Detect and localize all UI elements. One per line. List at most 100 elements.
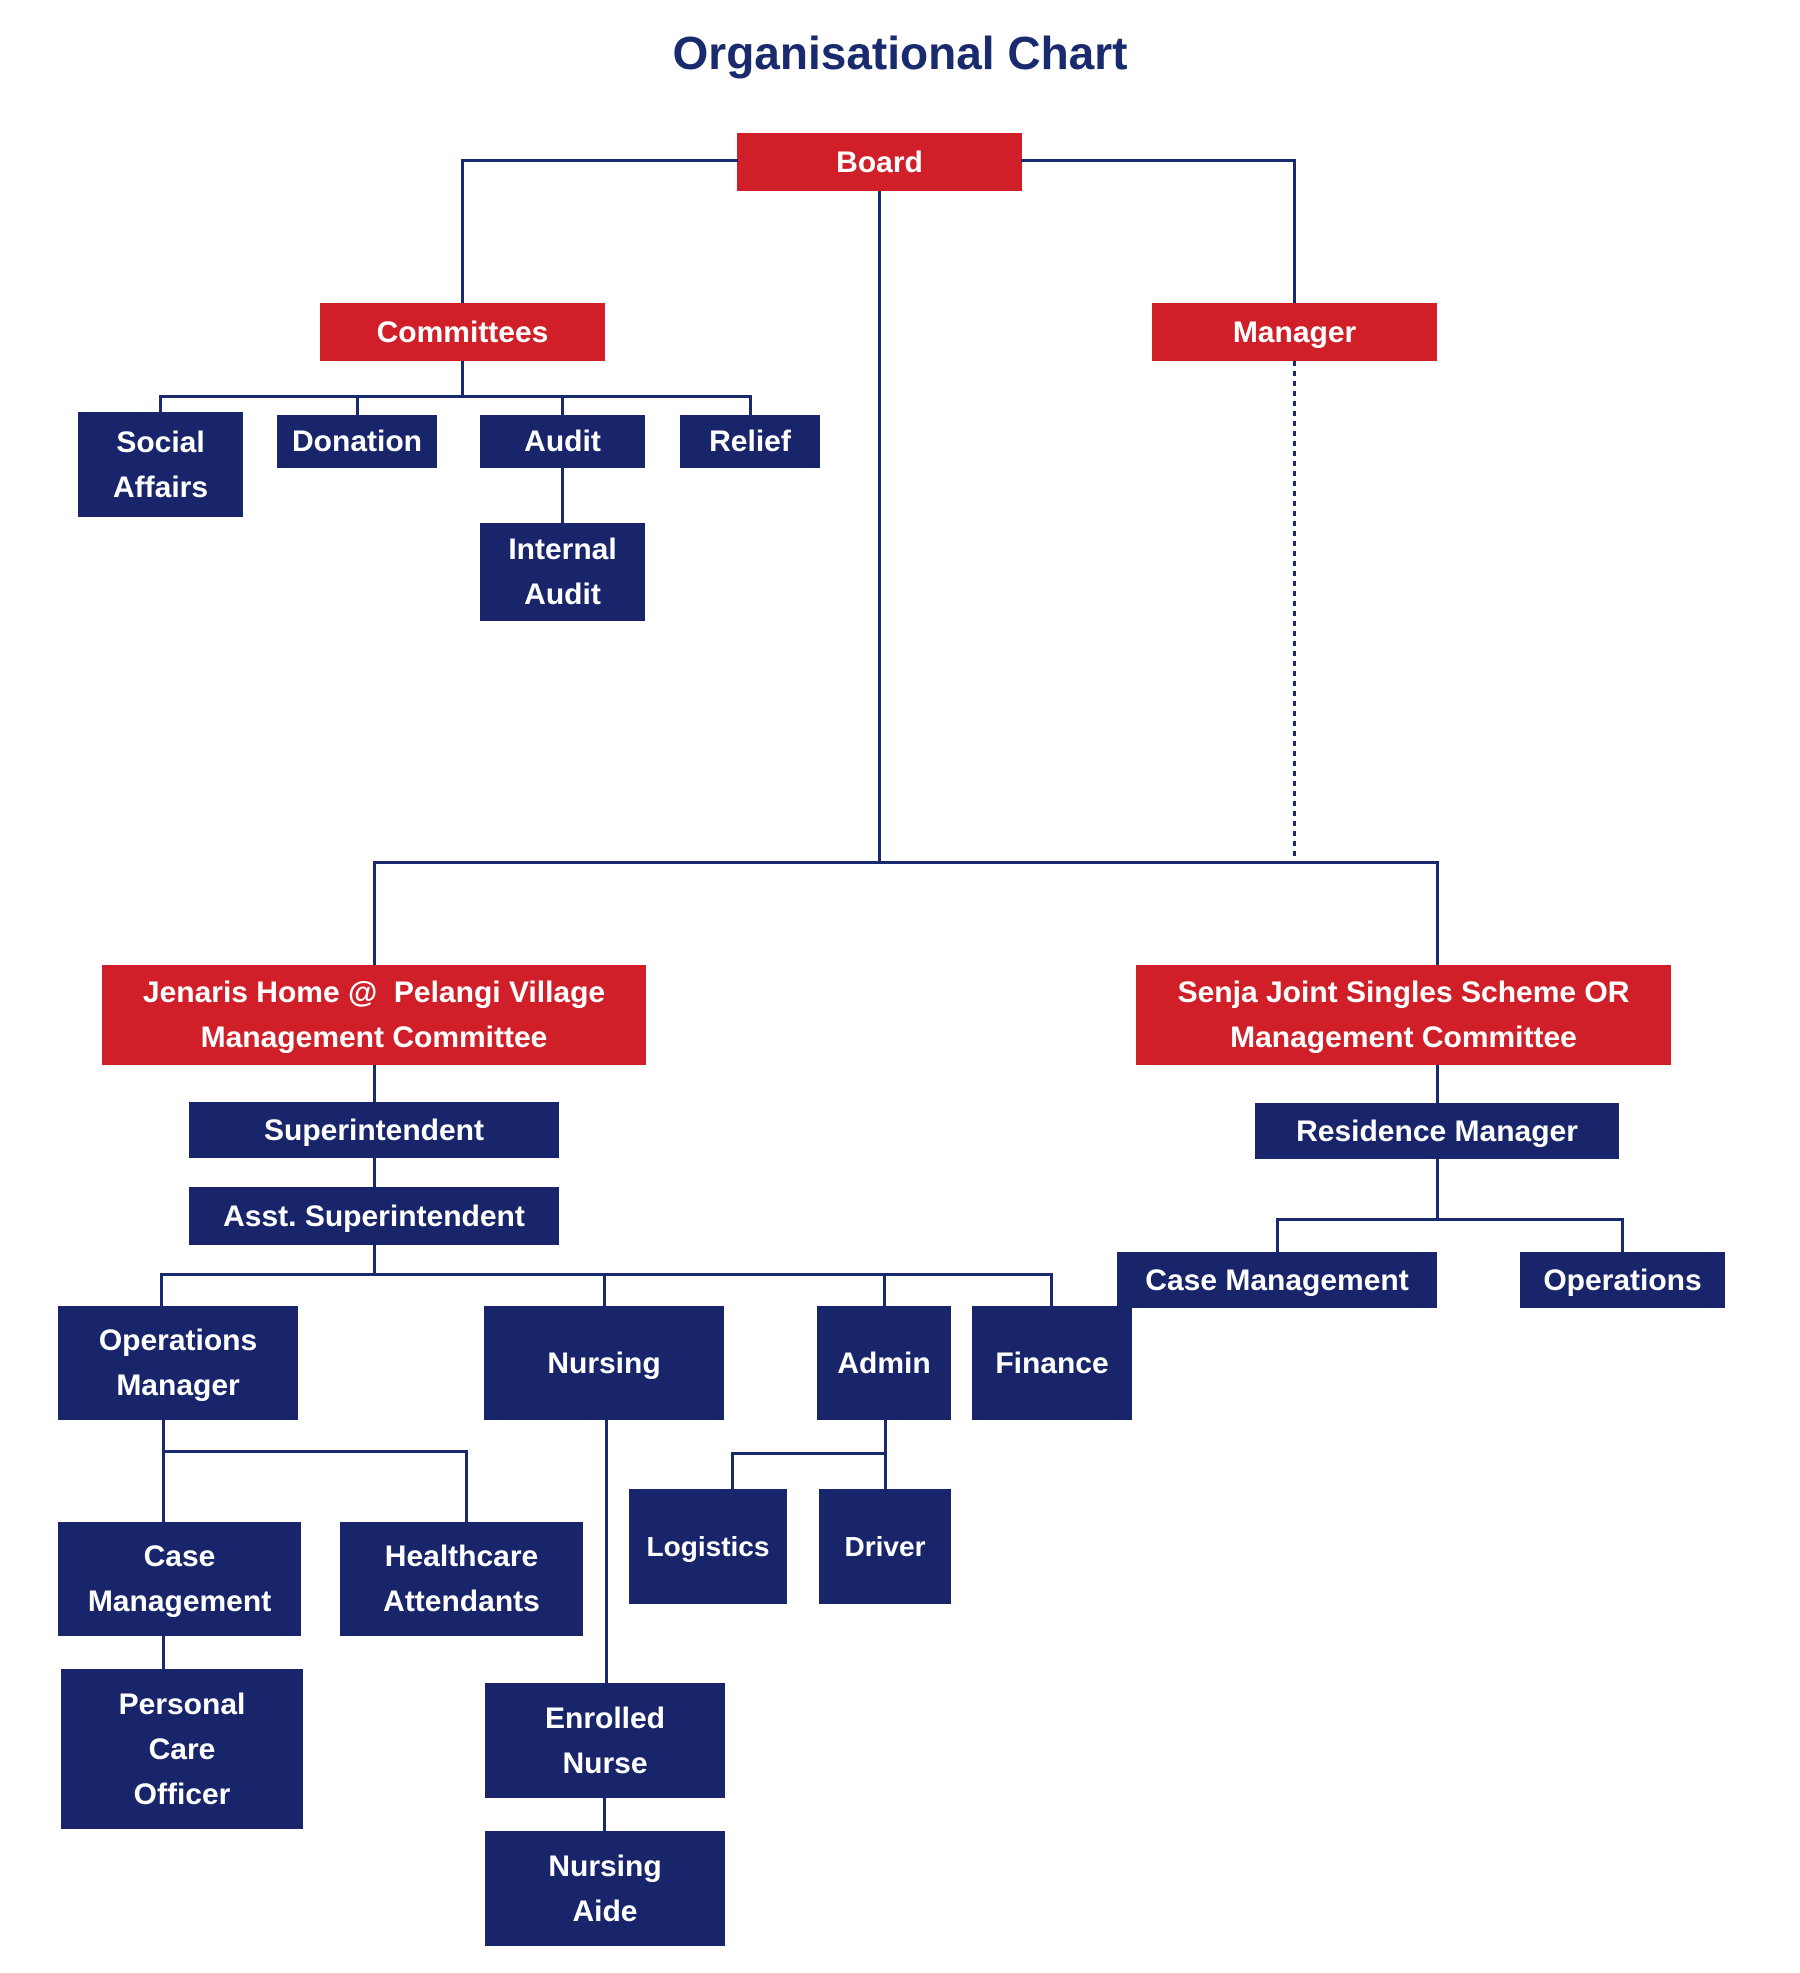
- node-label: Healthcare: [384, 1540, 539, 1573]
- connector-manager-dotted-v: [1293, 361, 1296, 863]
- node-label: Donation: [292, 425, 422, 458]
- connector-admin-sub-h: [731, 1452, 887, 1455]
- node-finance: Finance: [972, 1306, 1132, 1420]
- node-operations: Operations: [1520, 1252, 1725, 1308]
- node-label: Enrolled: [544, 1701, 665, 1735]
- node-label: Manager: [116, 1369, 240, 1402]
- node-committees: Committees: [320, 303, 605, 361]
- node-relief: Relief: [680, 415, 820, 468]
- node-senja-management-committee: Senja Joint Singles Scheme OR Management…: [1136, 965, 1671, 1065]
- node-manager: Manager: [1152, 303, 1437, 361]
- connector-finance-drop: [1050, 1273, 1053, 1306]
- connector-residence-manager-down: [1436, 1159, 1439, 1220]
- node-label: Case: [143, 1540, 216, 1573]
- node-label: Audit: [524, 425, 601, 458]
- node-audit: Audit: [480, 415, 645, 468]
- node-label: Attendants: [383, 1585, 540, 1618]
- connector-relief-drop: [749, 395, 752, 416]
- connector-asst-row: [373, 1245, 376, 1273]
- node-label: Audit: [524, 578, 601, 611]
- connector-jenaris-drop: [373, 861, 376, 965]
- connector-logistics-drop: [731, 1452, 734, 1489]
- connector-committees-drop: [461, 159, 464, 303]
- connector-committees-children-h: [159, 395, 752, 398]
- node-driver: Driver: [819, 1489, 951, 1604]
- node-label: Internal: [508, 533, 617, 566]
- node-label: Affairs: [112, 470, 209, 504]
- node-label: Operations: [1543, 1263, 1702, 1297]
- node-label: Management Committee: [200, 1021, 548, 1054]
- connector-operations-drop: [1621, 1218, 1624, 1252]
- connector-jenaris-superintendent: [373, 1065, 376, 1102]
- node-label: Board: [836, 145, 923, 179]
- node-nursing-aide: Nursing Aide: [485, 1831, 725, 1946]
- node-admin: Admin: [817, 1306, 951, 1420]
- node-donation: Donation: [277, 415, 437, 468]
- connector-manager-drop: [1293, 159, 1296, 303]
- connector-audit-internal-audit: [561, 468, 564, 523]
- node-case-management-senja: Case Management: [1117, 1252, 1437, 1308]
- connector-senja-residence-manager: [1436, 1065, 1439, 1103]
- node-label: Aide: [572, 1894, 638, 1928]
- node-label: Admin: [837, 1346, 931, 1380]
- connector-admin-drop: [883, 1273, 886, 1306]
- connector-senja-drop: [1436, 861, 1439, 965]
- node-nursing: Nursing: [484, 1306, 724, 1420]
- node-label: Care: [148, 1732, 216, 1766]
- node-label: Nursing: [548, 1849, 662, 1883]
- node-healthcare-attendants: Healthcare Attendants: [340, 1522, 583, 1636]
- connector-residence-sub-h: [1276, 1218, 1624, 1221]
- connector-board-manager-h: [1021, 159, 1295, 162]
- connector-case-management-right-drop: [1276, 1218, 1279, 1252]
- connector-nursing-enrolled-nurse: [605, 1420, 608, 1683]
- node-jenaris-home-management-committee: Jenaris Home @ Pelangi Village Managemen…: [102, 965, 646, 1065]
- node-label: Relief: [709, 425, 791, 458]
- node-label: Operations: [98, 1324, 258, 1357]
- node-residence-manager: Residence Manager: [1255, 1103, 1619, 1159]
- connector-healthcare-drop: [465, 1450, 468, 1522]
- connector-audit-drop: [561, 395, 564, 416]
- node-label: Asst. Superintendent: [223, 1199, 525, 1233]
- node-label: Management: [87, 1585, 272, 1618]
- connector-social-affairs-drop: [159, 395, 162, 414]
- node-asst-superintendent: Asst. Superintendent: [189, 1187, 559, 1245]
- node-case-management-jenaris: Case Management: [58, 1522, 301, 1636]
- node-board: Board: [737, 133, 1022, 191]
- node-label: Personal: [118, 1687, 246, 1721]
- node-label: Manager: [1232, 315, 1357, 349]
- node-label: Driver: [844, 1530, 926, 1562]
- node-label: Jenaris Home @ Pelangi Village: [142, 976, 606, 1009]
- node-label: Senja Joint Singles Scheme OR: [1177, 976, 1630, 1009]
- node-label: Superintendent: [263, 1113, 484, 1147]
- node-label: Nurse: [562, 1746, 648, 1780]
- node-superintendent: Superintendent: [189, 1102, 559, 1158]
- node-label: Residence Manager: [1296, 1114, 1578, 1148]
- connector-board-committees-h: [461, 159, 738, 162]
- node-label: Management Committee: [1230, 1021, 1577, 1054]
- connector-opsmgr-casemgmt-v: [162, 1420, 165, 1522]
- connector-enrolled-nurse-aide: [603, 1798, 606, 1831]
- connector-operations-manager-drop: [160, 1273, 163, 1306]
- node-label: Case Management: [1145, 1263, 1409, 1297]
- node-label: Finance: [995, 1346, 1109, 1380]
- connector-donation-drop: [356, 395, 359, 416]
- node-label: Committees: [376, 315, 549, 349]
- connector-board-main-v: [878, 191, 881, 863]
- connector-admin-sub-v: [884, 1420, 887, 1455]
- node-social-affairs: Social Affairs: [78, 412, 243, 517]
- node-operations-manager: Operations Manager: [58, 1306, 298, 1420]
- node-logistics: Logistics: [629, 1489, 787, 1604]
- connector-main-junction-h: [373, 861, 1439, 864]
- connector-opsmgr-sub-h: [162, 1450, 468, 1453]
- connector-committees-bottom: [461, 361, 464, 396]
- connector-casemgmt-pco: [162, 1636, 165, 1669]
- node-label: Social: [116, 425, 205, 459]
- node-label: Officer: [133, 1777, 231, 1811]
- node-label: Logistics: [646, 1530, 770, 1562]
- connector-superintendent-asst: [373, 1158, 376, 1187]
- connector-jenaris-depts-h: [160, 1273, 1053, 1276]
- node-internal-audit: Internal Audit: [480, 523, 645, 621]
- node-personal-care-officer: Personal Care Officer: [61, 1669, 303, 1829]
- page-title: Organisational Chart: [672, 27, 1128, 79]
